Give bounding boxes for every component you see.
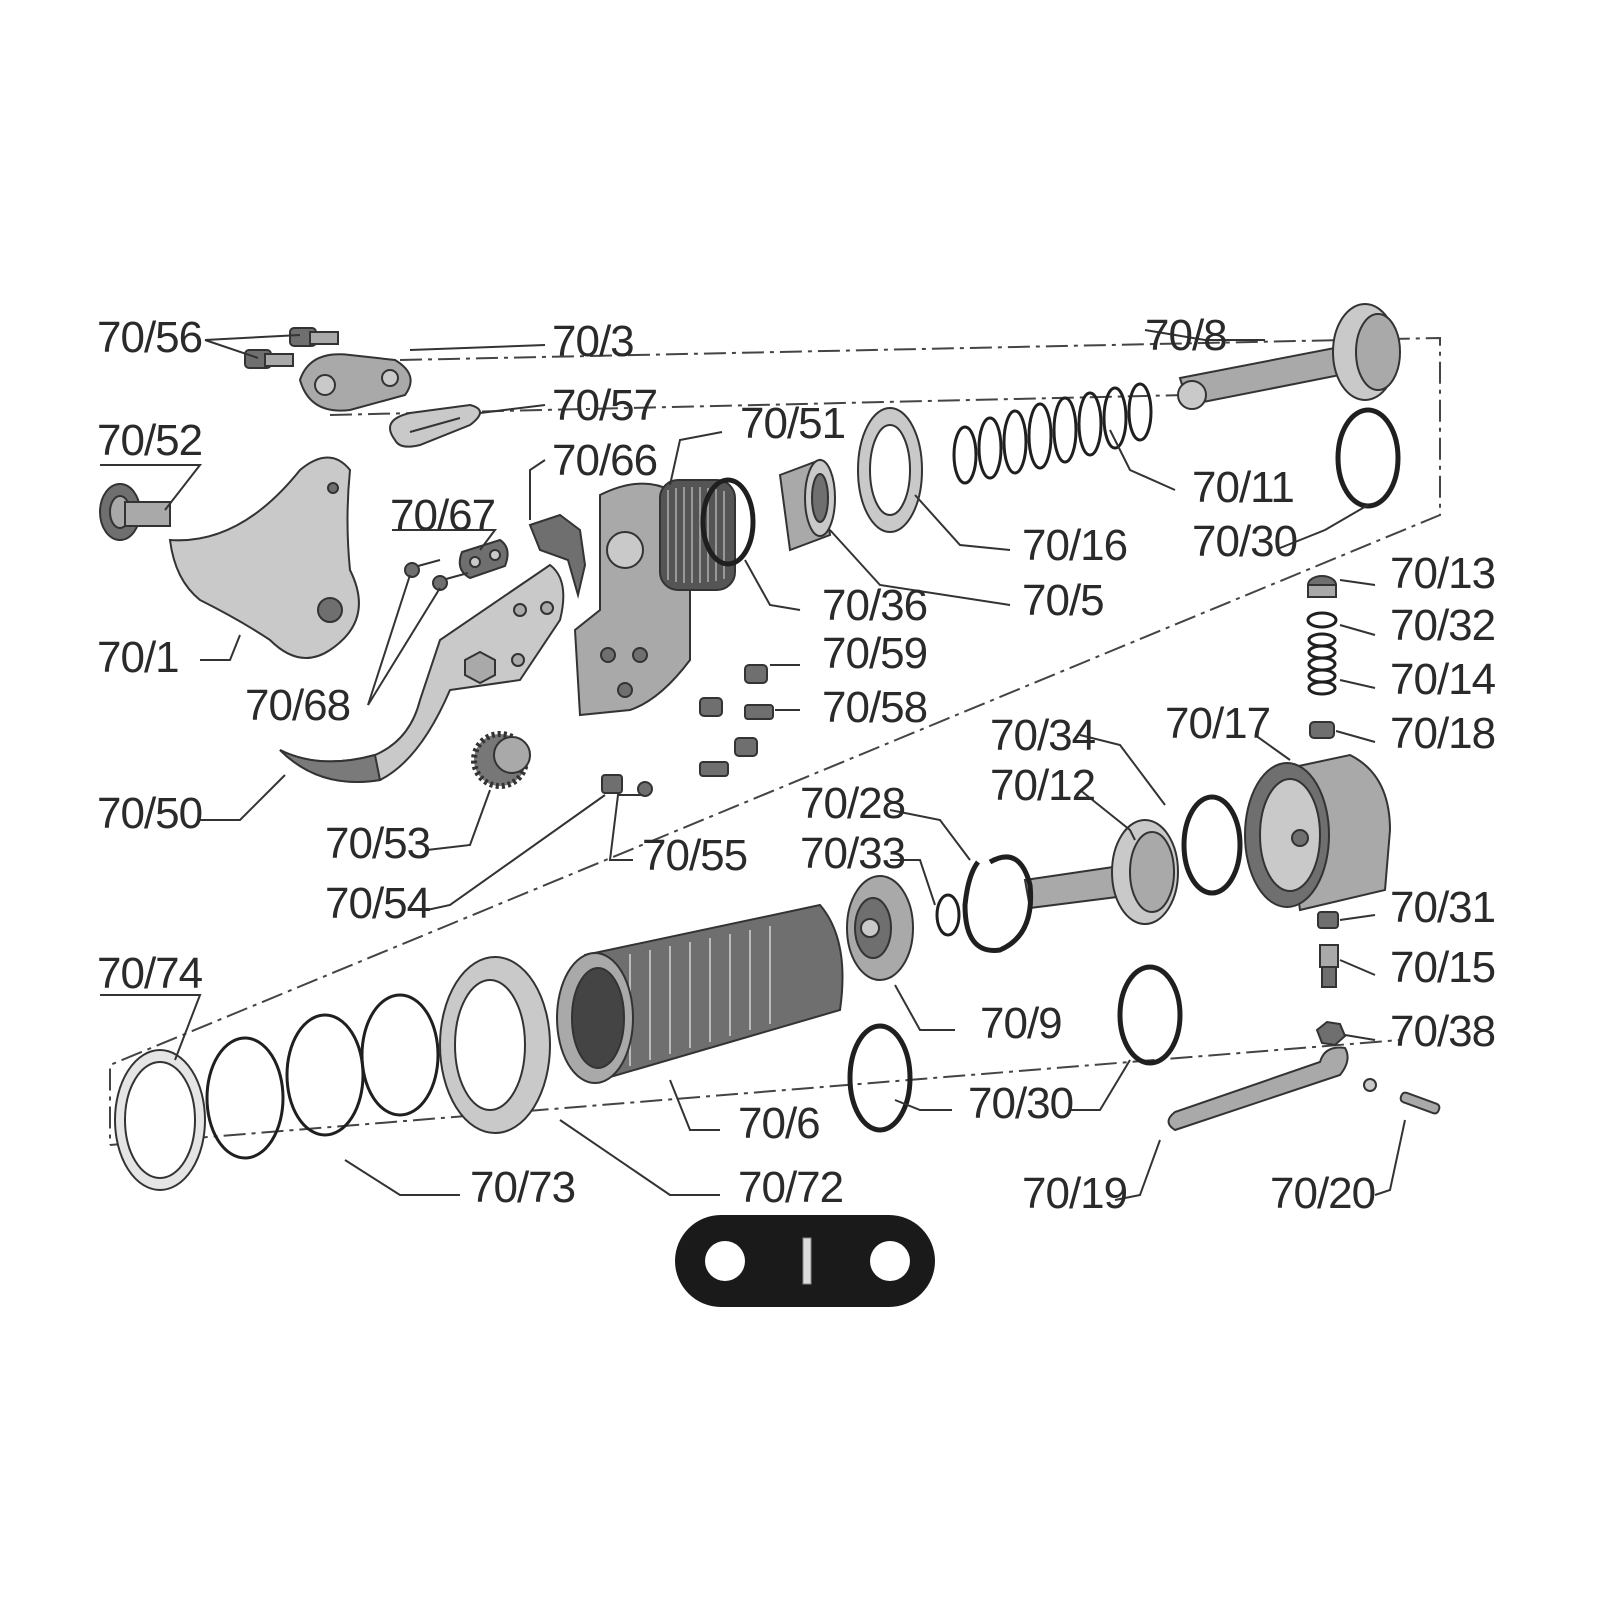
label-70-16: 70/16	[1022, 521, 1127, 570]
plug-70-13	[1307, 575, 1337, 598]
spring-clip-70-57	[389, 403, 481, 448]
label-70-73: 70/73	[470, 1163, 575, 1212]
o-ring-70-30-mid	[1117, 964, 1183, 1066]
head-body-70-51	[573, 479, 736, 717]
o-ring-70-34	[1181, 794, 1243, 896]
spring-70-73	[205, 993, 440, 1160]
tag-badge-icon	[675, 1215, 935, 1307]
label-70-18: 70/18	[1390, 709, 1495, 758]
circlip-70-28	[962, 854, 1034, 953]
link-plate-70-3	[298, 353, 412, 412]
label-70-55: 70/55	[642, 831, 747, 880]
label-70-5: 70/5	[1022, 576, 1104, 625]
label-70-51: 70/51	[740, 399, 845, 448]
label-70-20: 70/20	[1270, 1169, 1375, 1218]
plate-70-67	[458, 538, 509, 580]
piston-70-12	[1023, 819, 1179, 925]
nut-70-54	[601, 774, 623, 794]
label-70-54: 70/54	[325, 879, 431, 928]
washer-70-74	[114, 1049, 206, 1191]
spring-70-14	[1307, 632, 1337, 696]
piston-head-70-9	[846, 875, 914, 981]
screws-70-59	[699, 664, 768, 757]
o-ring-70-30-low	[847, 1023, 913, 1133]
label-70-36: 70/36	[822, 581, 927, 630]
label-70-34: 70/34	[990, 711, 1096, 760]
label-70-8: 70/8	[1145, 311, 1227, 360]
label-70-12: 70/12	[990, 761, 1095, 810]
nut-70-31	[1317, 911, 1339, 929]
fitting-70-15	[1319, 944, 1339, 988]
seal-70-72	[439, 956, 551, 1134]
spring-70-11	[952, 382, 1153, 485]
label-70-72: 70/72	[738, 1163, 843, 1212]
o-ring-70-33	[935, 893, 961, 937]
set-screws-70-58	[699, 704, 774, 777]
label-70-30-low: 70/30	[968, 1079, 1073, 1128]
leader-lines	[100, 329, 1406, 1201]
trigger-lever-70-19	[1167, 1046, 1377, 1132]
label-70-6: 70/6	[738, 1099, 820, 1148]
label-70-32: 70/32	[1390, 601, 1495, 650]
label-70-74: 70/74	[97, 949, 203, 998]
label-70-28: 70/28	[800, 779, 905, 828]
ring-70-36	[700, 477, 756, 567]
gear-70-53	[471, 731, 531, 789]
anvil-blade-70-1	[168, 456, 360, 659]
label-70-66: 70/66	[552, 436, 657, 485]
label-70-59: 70/59	[822, 629, 927, 678]
label-70-30-top: 70/30	[1192, 517, 1297, 566]
label-70-9: 70/9	[980, 999, 1062, 1048]
label-70-3: 70/3	[552, 317, 634, 366]
label-70-68: 70/68	[245, 681, 350, 730]
label-70-13: 70/13	[1390, 549, 1495, 598]
screw-70-55	[637, 781, 653, 797]
cylinder-70-6	[556, 903, 844, 1084]
label-70-50: 70/50	[97, 789, 202, 838]
screws-70-56	[244, 327, 339, 369]
o-ring-70-30-top	[1335, 407, 1401, 509]
screws-70-68	[404, 559, 469, 591]
label-70-15: 70/15	[1390, 943, 1495, 992]
piston-rod-70-8	[1177, 303, 1401, 410]
label-70-33: 70/33	[800, 829, 905, 878]
o-ring-70-32	[1306, 611, 1338, 629]
label-70-53: 70/53	[325, 819, 430, 868]
nut-70-16	[857, 407, 923, 533]
part-labels: 70/56 70/3 70/8 70/57 70/52 70/51 70/66 …	[97, 311, 1497, 1218]
label-70-38: 70/38	[1390, 1007, 1495, 1056]
label-70-31: 70/31	[1390, 883, 1495, 932]
label-70-11: 70/11	[1192, 463, 1294, 512]
label-70-19: 70/19	[1022, 1169, 1127, 1218]
label-70-14: 70/14	[1390, 655, 1496, 704]
label-70-57: 70/57	[552, 381, 657, 430]
valve-seat-70-18	[1309, 721, 1335, 739]
pin-70-20	[1399, 1091, 1441, 1115]
label-70-56: 70/56	[97, 313, 202, 362]
label-70-1: 70/1	[97, 633, 179, 682]
cutting-blade-70-50	[279, 563, 565, 783]
label-70-58: 70/58	[822, 683, 927, 732]
label-70-17: 70/17	[1165, 699, 1270, 748]
valve-housing-70-17	[1244, 753, 1392, 912]
label-70-52: 70/52	[97, 416, 202, 465]
nut-70-38	[1315, 1020, 1347, 1047]
bushing-70-5	[778, 458, 836, 552]
label-70-67: 70/67	[390, 491, 495, 540]
cam-70-66	[528, 513, 587, 599]
pivot-bolt-70-52	[99, 483, 171, 541]
